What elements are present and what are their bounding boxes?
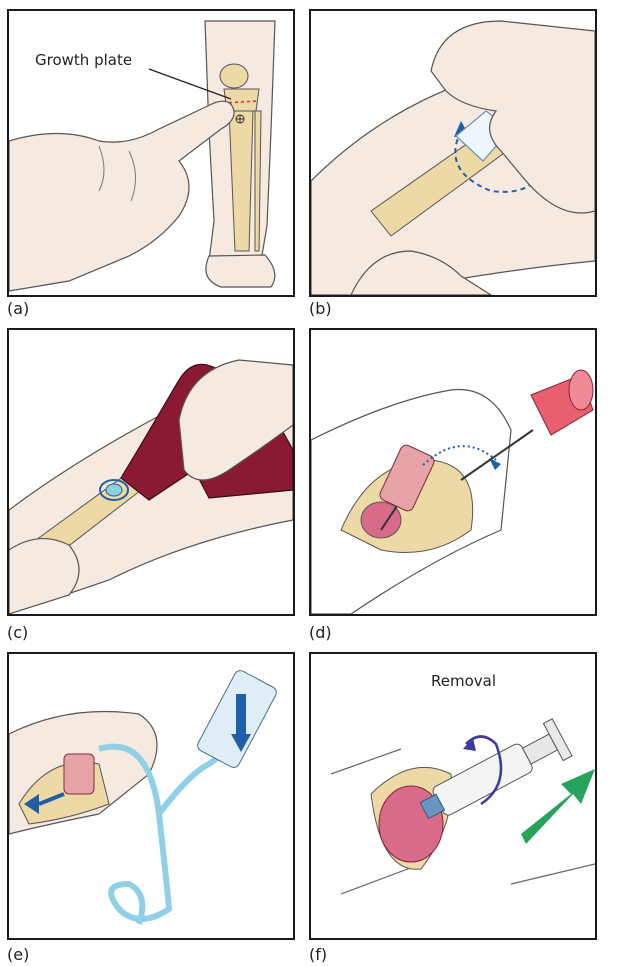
panel-d (309, 328, 597, 616)
syringe-tubing-icon (9, 654, 293, 938)
panel-f: Removal (309, 652, 597, 940)
syringe-removal-icon (311, 654, 595, 938)
caption-b: (b) (309, 300, 332, 318)
panel-a: Growth plate (7, 9, 295, 297)
drill-device-icon (9, 330, 293, 614)
caption-a: (a) (7, 300, 29, 318)
growth-plate-label: Growth plate (35, 51, 132, 69)
removal-label: Removal (431, 672, 496, 690)
panel-c (7, 328, 295, 616)
caption-d: (d) (309, 624, 332, 642)
caption-f: (f) (309, 946, 327, 964)
caption-e: (e) (7, 946, 29, 964)
needle-hub-icon (311, 330, 595, 614)
caption-c: (c) (7, 624, 28, 642)
panel-b (309, 9, 597, 297)
panel-e (7, 652, 295, 940)
skin-swab-icon (311, 11, 595, 295)
